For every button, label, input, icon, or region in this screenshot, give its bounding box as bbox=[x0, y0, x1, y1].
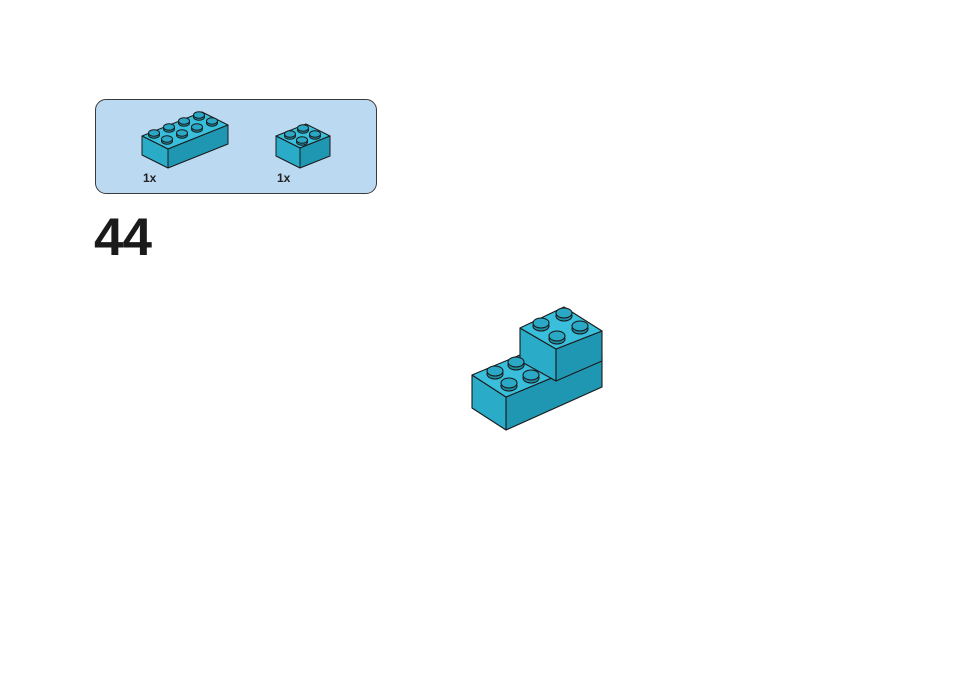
upper-brick-top-face bbox=[519, 306, 603, 350]
part-quantity-2x4: 1x bbox=[143, 171, 157, 185]
assembled-model-illustration bbox=[471, 306, 603, 431]
brick-2x2-icon bbox=[275, 123, 331, 169]
step-number: 44 bbox=[94, 208, 152, 267]
brick-2x4-icon bbox=[141, 111, 229, 169]
part-quantity-2x2: 1x bbox=[277, 171, 291, 185]
parts-callout-panel: 1x 1x bbox=[95, 99, 377, 194]
